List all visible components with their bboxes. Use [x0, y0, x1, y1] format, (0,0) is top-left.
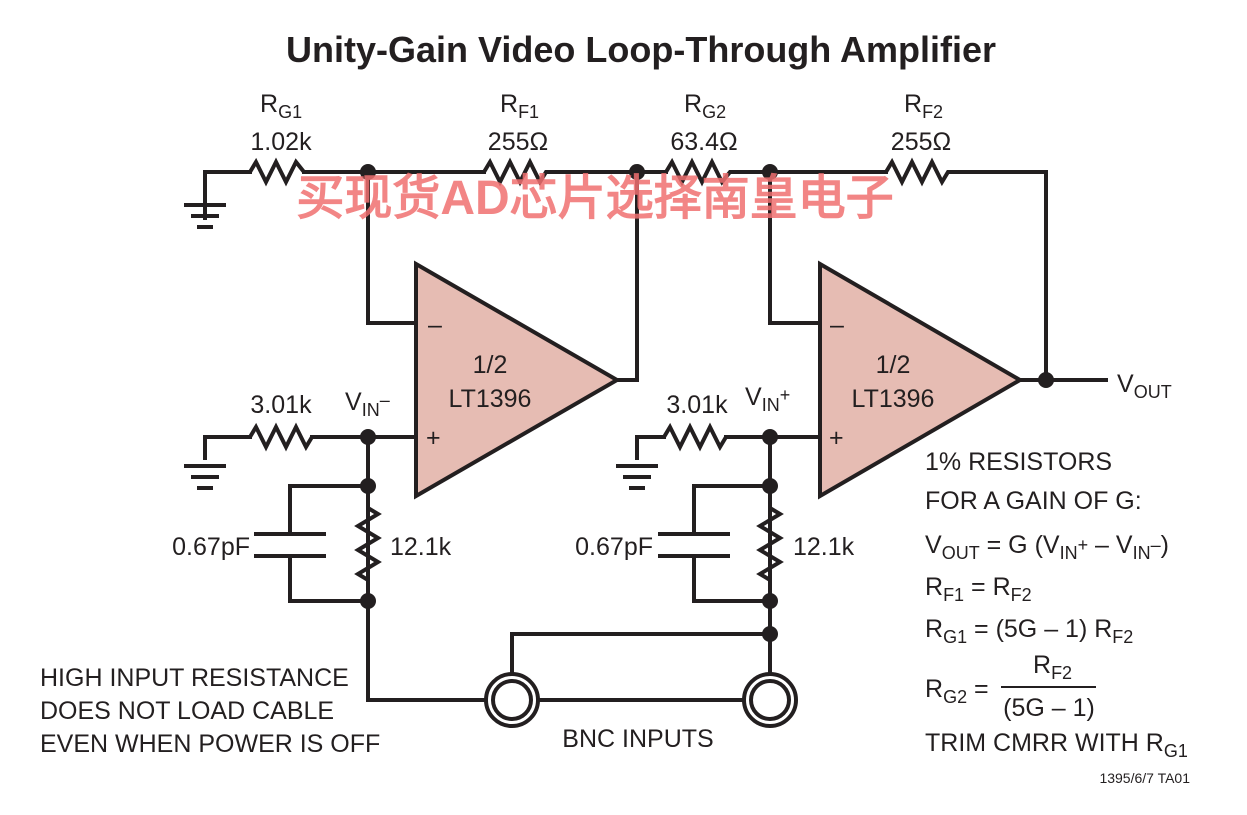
equation-rg1: RG1 = (5G – 1) RF2 — [925, 615, 1133, 647]
design-equations: 1% RESISTORS FOR A GAIN OF G: VOUT = G (… — [925, 448, 1188, 761]
equation-rf: RF1 = RF2 — [925, 573, 1032, 605]
rg2-sub: G2 — [702, 102, 726, 122]
svg-text:RG1: RG1 — [260, 90, 302, 122]
rin2-value: 3.01k — [666, 391, 728, 419]
resistor-rg2: RG2 63.4Ω — [664, 90, 738, 187]
c2-value: 0.67pF — [575, 533, 653, 561]
rf1-name: R — [500, 90, 518, 118]
rg1-name: R — [260, 90, 278, 118]
note-line-1: 1% RESISTORS — [925, 448, 1112, 476]
left-note-line: HIGH INPUT RESISTANCE — [40, 664, 349, 692]
junction-dot — [360, 164, 376, 180]
c1-value: 0.67pF — [172, 533, 250, 561]
amp2-fraction: 1/2 — [876, 351, 911, 379]
left-note-line: EVEN WHEN POWER IS OFF — [40, 730, 380, 758]
svg-text:RG2: RG2 — [684, 90, 726, 122]
top-wire — [203, 170, 1048, 382]
amp2-plus: + — [829, 424, 844, 452]
junction-dot — [762, 429, 778, 445]
ground-symbol-rg1 — [184, 203, 226, 229]
junction-dot — [1038, 372, 1054, 388]
amp1-part: LT1396 — [449, 385, 532, 413]
rf1-sub: F1 — [518, 102, 539, 122]
left-note-line: DOES NOT LOAD CABLE — [40, 697, 334, 725]
rf2-value: 255Ω — [891, 128, 951, 156]
figure-code: 1395/6/7 TA01 — [1099, 770, 1190, 786]
feedback-wires — [366, 170, 1108, 382]
vout-label: VOUT — [1117, 370, 1172, 402]
equation-rg2: RG2 = — [925, 675, 989, 707]
bnc-connector-1 — [484, 672, 540, 728]
vin-plus-label: VIN+ — [745, 383, 790, 415]
amp2-minus: – — [830, 311, 844, 339]
rterm2-value: 12.1k — [793, 533, 855, 561]
junction-dot — [762, 626, 778, 642]
junction-dot — [762, 478, 778, 494]
junction-dot — [360, 593, 376, 609]
rf1-value: 255Ω — [488, 128, 548, 156]
amp1-fraction: 1/2 — [473, 351, 508, 379]
rf2-name: R — [904, 90, 922, 118]
resistor-rf1: RF1 255Ω — [482, 90, 552, 187]
amp1-plus: + — [426, 424, 441, 452]
equation-rg2-numerator: RF2 — [1033, 651, 1072, 683]
resistor-rg1: RG1 1.02k — [248, 90, 312, 187]
junction-dot — [762, 593, 778, 609]
junction-dot — [629, 164, 645, 180]
note-trim: TRIM CMRR WITH RG1 — [925, 729, 1188, 761]
junction-dot — [762, 164, 778, 180]
input-section-1 — [203, 422, 488, 702]
rf2-sub: F2 — [922, 102, 943, 122]
ground-symbol-in1 — [184, 464, 226, 490]
equation-rg2-denominator: (5G – 1) — [1003, 694, 1095, 722]
vin-minus-label: VIN– — [345, 388, 390, 420]
junction-dot — [360, 429, 376, 445]
rg1-sub: G1 — [278, 102, 302, 122]
rg1-value: 1.02k — [250, 128, 312, 156]
equation-vout: VOUT = G (VIN+ – VIN–) — [925, 531, 1169, 563]
rin1-value: 3.01k — [250, 391, 312, 419]
note-line-2: FOR A GAIN OF G: — [925, 487, 1142, 515]
rterm1-value: 12.1k — [390, 533, 452, 561]
amplifier-2: – + 1/2 LT1396 — [818, 260, 1024, 500]
input-section-2 — [510, 422, 822, 702]
watermark-text: 买现货AD芯片选择南皇电子 — [296, 172, 893, 225]
junction-dot — [360, 478, 376, 494]
bnc-label: BNC INPUTS — [562, 725, 713, 753]
ground-symbol-in2 — [616, 464, 658, 490]
diagram-title: Unity-Gain Video Loop-Through Amplifier — [286, 29, 996, 70]
rg2-value: 63.4Ω — [670, 128, 737, 156]
bnc-connector-2 — [742, 672, 798, 728]
svg-text:RF1: RF1 — [500, 90, 539, 122]
amp2-part: LT1396 — [852, 385, 935, 413]
svg-text:RF2: RF2 — [904, 90, 943, 122]
amp1-minus: – — [428, 311, 442, 339]
resistor-rf2: RF2 255Ω — [884, 90, 952, 187]
amplifier-1: – + 1/2 LT1396 — [414, 260, 622, 500]
rg2-name: R — [684, 90, 702, 118]
